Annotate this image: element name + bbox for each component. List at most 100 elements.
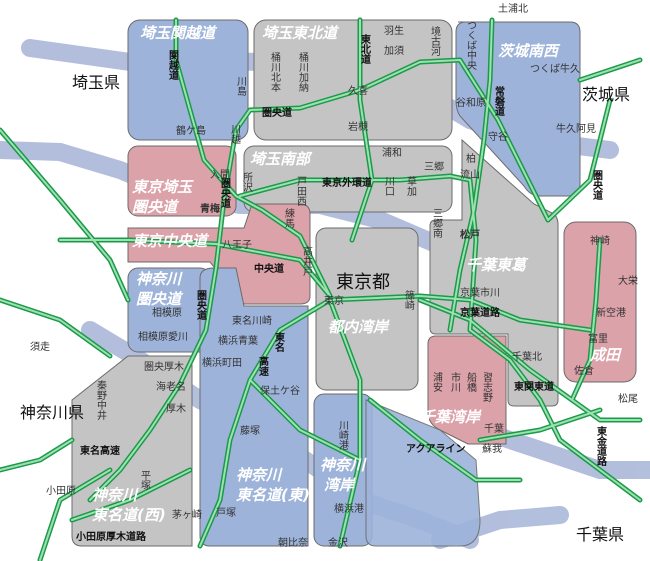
region-saitama-kanetsu[interactable]: [127, 19, 249, 141]
road-label-tokin: 東金道路: [595, 425, 608, 467]
pref-chiba: 千葉県: [576, 525, 624, 544]
place-nerima: 練馬: [283, 207, 295, 229]
place-shinozaki: 篠崎: [403, 289, 415, 310]
label-saitama-nanbu: 埼玉南部: [250, 150, 313, 168]
place-kawagoe: 川越: [229, 124, 241, 144]
road-label-higashikanto: 東関東道: [514, 380, 554, 393]
region-ibaraki-minami[interactable]: [455, 21, 581, 197]
place-iruma: 入間: [210, 169, 230, 181]
place-yokohama-machida: 横浜町田: [202, 356, 242, 369]
place-ome: 青梅: [200, 202, 220, 215]
place-yokohama-aoba: 横浜青葉: [218, 334, 258, 347]
label-toshin-wangan: 都内湾岸: [328, 318, 390, 336]
place-kawaguchi: 川口: [383, 176, 395, 196]
place-ushikuami: 牛久阿見: [556, 122, 596, 135]
place-chiba-kita: 千葉北: [512, 350, 542, 363]
label-chiba-higashikatsu: 千葉東葛: [466, 256, 529, 274]
road-label-kenodo-2: 圏央道: [219, 178, 231, 209]
place-matsudo: 松戸: [460, 228, 480, 241]
road-label-odawara: 小田原厚木道路: [75, 530, 147, 543]
place-misato: 三郷: [424, 161, 444, 173]
place-moriya: 守谷: [488, 130, 508, 143]
label-saitama-kanetsu: 埼玉関越道: [140, 24, 218, 42]
region-chiba-wangan[interactable]: [427, 335, 507, 445]
road-label-chuodo: 中央道: [254, 262, 284, 275]
place-sagamihara: 相模原: [152, 306, 182, 319]
place-kenodo-atsugi: 圏央厚木: [144, 360, 184, 373]
label-chiba-wangan: 千葉湾岸: [420, 408, 482, 426]
region-sagami-bay-area[interactable]: [365, 399, 481, 547]
road-west-3: [0, 437, 75, 473]
road-label-kenodo-east: 圏央道: [591, 170, 603, 201]
place-soga: 蘇我: [482, 442, 502, 455]
place-urayasu: 浦安: [431, 371, 443, 393]
place-suso: 須走: [30, 341, 50, 353]
label-kanagawa-kenodo-1: 神奈川: [136, 270, 183, 288]
road-label-gaikan: 東京外環道: [322, 176, 372, 189]
prefecture-labels: 埼玉県 茨城県 東京都 神奈川県 千葉県: [20, 73, 630, 544]
place-chiba-city: 千葉: [484, 422, 504, 435]
place-tokyo: 東京: [324, 294, 344, 307]
place-hadano-nakai: 秦野中井: [95, 379, 107, 421]
place-tokorozawa: 所沢: [241, 172, 253, 193]
label-kanagawa-tomei-w-1: 神奈川: [92, 486, 139, 504]
place-higashikawasaki: 東名川崎: [232, 314, 272, 327]
label-tokyo-saitama-1: 東京埼玉: [132, 178, 194, 196]
place-asahina: 朝比奈: [278, 536, 308, 549]
place-totsuka: 戸塚: [216, 507, 236, 519]
place-taiei: 大栄: [618, 274, 638, 287]
place-tsukuba: つくば中央: [465, 20, 477, 71]
road-label-kenodo-1: 圏央道: [262, 106, 292, 119]
road-label-tomei-kosoku-1: 東名: [273, 331, 285, 353]
region-chiba-higashikatsu[interactable]: [429, 138, 559, 407]
place-atsugi: 厚木: [166, 403, 186, 415]
place-kozaki: 神崎: [590, 234, 610, 247]
road-labels: 関越道 東北道 圏央道 圏央道 圏央道 常磐道 圏央道 東京外環道 中央道 京葉…: [75, 33, 608, 543]
pref-ibaraki: 茨城県: [582, 85, 630, 104]
label-kanagawa-wangan-2: 湾岸: [324, 476, 356, 494]
place-iwatsuki: 岩槻: [348, 120, 368, 133]
region-kanagawa-tomei[interactable]: [199, 267, 309, 547]
place-todakoen: 戸田西: [295, 176, 307, 206]
label-tokyo-saitama-2: 圏央道: [132, 198, 180, 216]
region-narita[interactable]: [563, 221, 637, 383]
road-label-kanetsu: 関越道: [167, 50, 180, 81]
place-kashiwa: 柏: [466, 152, 476, 165]
pref-kanagawa: 神奈川県: [20, 403, 84, 422]
place-kanazawa: 金沢: [328, 536, 348, 549]
place-sakura: 佐倉: [574, 364, 594, 377]
label-kanagawa-tomei-w-2: 東名道(西): [92, 506, 166, 524]
region-saitama-tohoku[interactable]: [253, 19, 453, 141]
road-label-tohoku: 東北道: [359, 33, 371, 65]
place-kazo: 加須: [384, 45, 404, 57]
place-yokohama-port: 横浜港: [334, 502, 364, 515]
label-saitama-tohoku: 埼玉東北道: [262, 24, 340, 42]
road-label-keiyo: 京葉道路: [460, 306, 501, 319]
place-funabashi: 船橋: [465, 371, 477, 393]
label-ibaraki-minami: 茨城南西: [498, 42, 561, 60]
region-labels: 埼玉関越道 埼玉東北道 茨城南西 埼玉南部 東京埼玉 圏央道 東京中央道 神奈川…: [92, 24, 622, 524]
place-ichikawa: 市川: [449, 371, 461, 392]
place-okegawa-kano: 桶川加納: [297, 51, 309, 93]
place-sakaikoga: 境古河: [429, 25, 441, 56]
place-yawara: 谷和原: [456, 97, 486, 109]
label-kanagawa-wangan-1: 神奈川: [320, 456, 367, 474]
place-shinkuko: 新空港: [596, 306, 626, 319]
place-hanyu: 羽生: [384, 24, 404, 37]
label-kanagawa-tomei-2: 東名道(東): [236, 486, 310, 504]
pref-tokyo: 東京都: [336, 272, 390, 293]
place-kawajima: 川島: [235, 76, 247, 97]
pref-saitama: 埼玉県: [72, 73, 120, 92]
place-tsurugashima: 鶴ケ島: [176, 124, 206, 137]
road-label-tomei-kosoku-2: 高速: [257, 355, 269, 377]
place-keiyo-ichikawa: 京葉市川: [460, 286, 500, 299]
label-tokyo-chuo: 東京中央道: [132, 232, 210, 250]
place-misato-minami: 三郷南: [431, 208, 443, 238]
place-hiratsuka: 平塚: [139, 470, 151, 491]
place-ebina: 海老名: [156, 380, 186, 393]
road-label-kenodo-3: 圏央道: [195, 290, 207, 321]
place-hodogaya: 保土ケ谷: [260, 384, 300, 397]
place-labels: 土浦北 つくば中央 羽生 加須 境古河 川島 桶川北本 桶川加納 久喜 岩槻 谷…: [30, 2, 638, 549]
place-kawasaki-port: 川崎港: [337, 420, 349, 450]
